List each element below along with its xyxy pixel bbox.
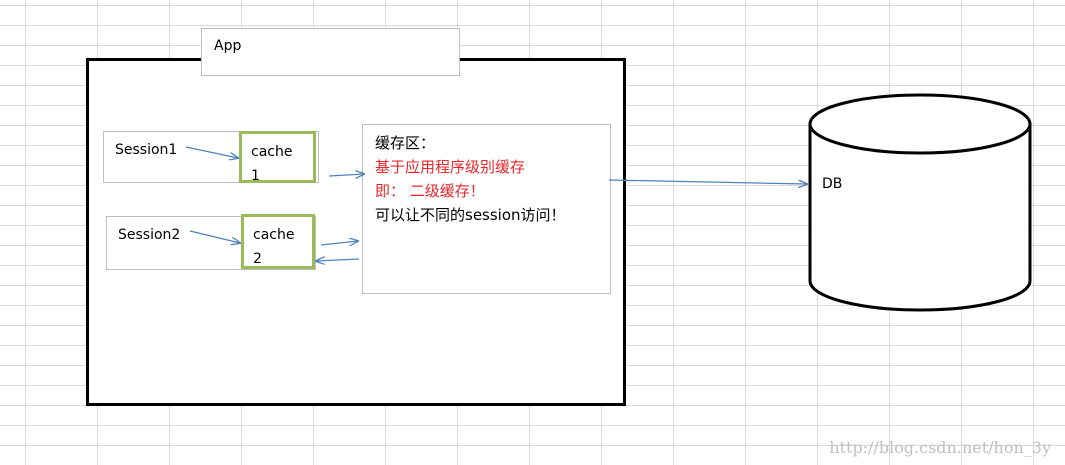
cache-area-line2: 基于应用程序级别缓存 <box>375 158 526 176</box>
arrow-session2-to-cache2 <box>189 230 240 243</box>
cache2-box: cache 2 <box>241 214 315 269</box>
session1-label: Session1 <box>115 142 178 158</box>
db-label: DB <box>822 176 843 192</box>
app-label: App <box>214 38 242 54</box>
arrow-session1-to-cache1 <box>185 146 238 158</box>
arrow-area-to-db <box>608 179 807 184</box>
cache2-label: cache 2 <box>253 227 295 267</box>
cache1-box: cache 1 <box>239 131 316 184</box>
database-cylinder-icon <box>808 93 1032 312</box>
cache-area-title: 缓存区： <box>375 134 436 152</box>
app-label-box: App <box>201 28 460 76</box>
session2-label: Session2 <box>118 227 181 243</box>
arrow-cache1-to-area <box>328 174 364 176</box>
watermark: http://blog.csdn.net/hon_3y <box>829 438 1051 457</box>
arrow-area-to-cache2 <box>316 259 360 261</box>
arrow-cache2-to-area <box>320 241 358 245</box>
cache-area-box: 缓存区： 基于应用程序级别缓存 即： 二级缓存！ 可以让不同的session访问… <box>362 124 611 294</box>
cache-area-line3: 即： 二级缓存！ <box>375 182 485 200</box>
cache-area-line4: 可以让不同的session访问！ <box>375 206 566 224</box>
cache1-label: cache 1 <box>251 144 293 184</box>
